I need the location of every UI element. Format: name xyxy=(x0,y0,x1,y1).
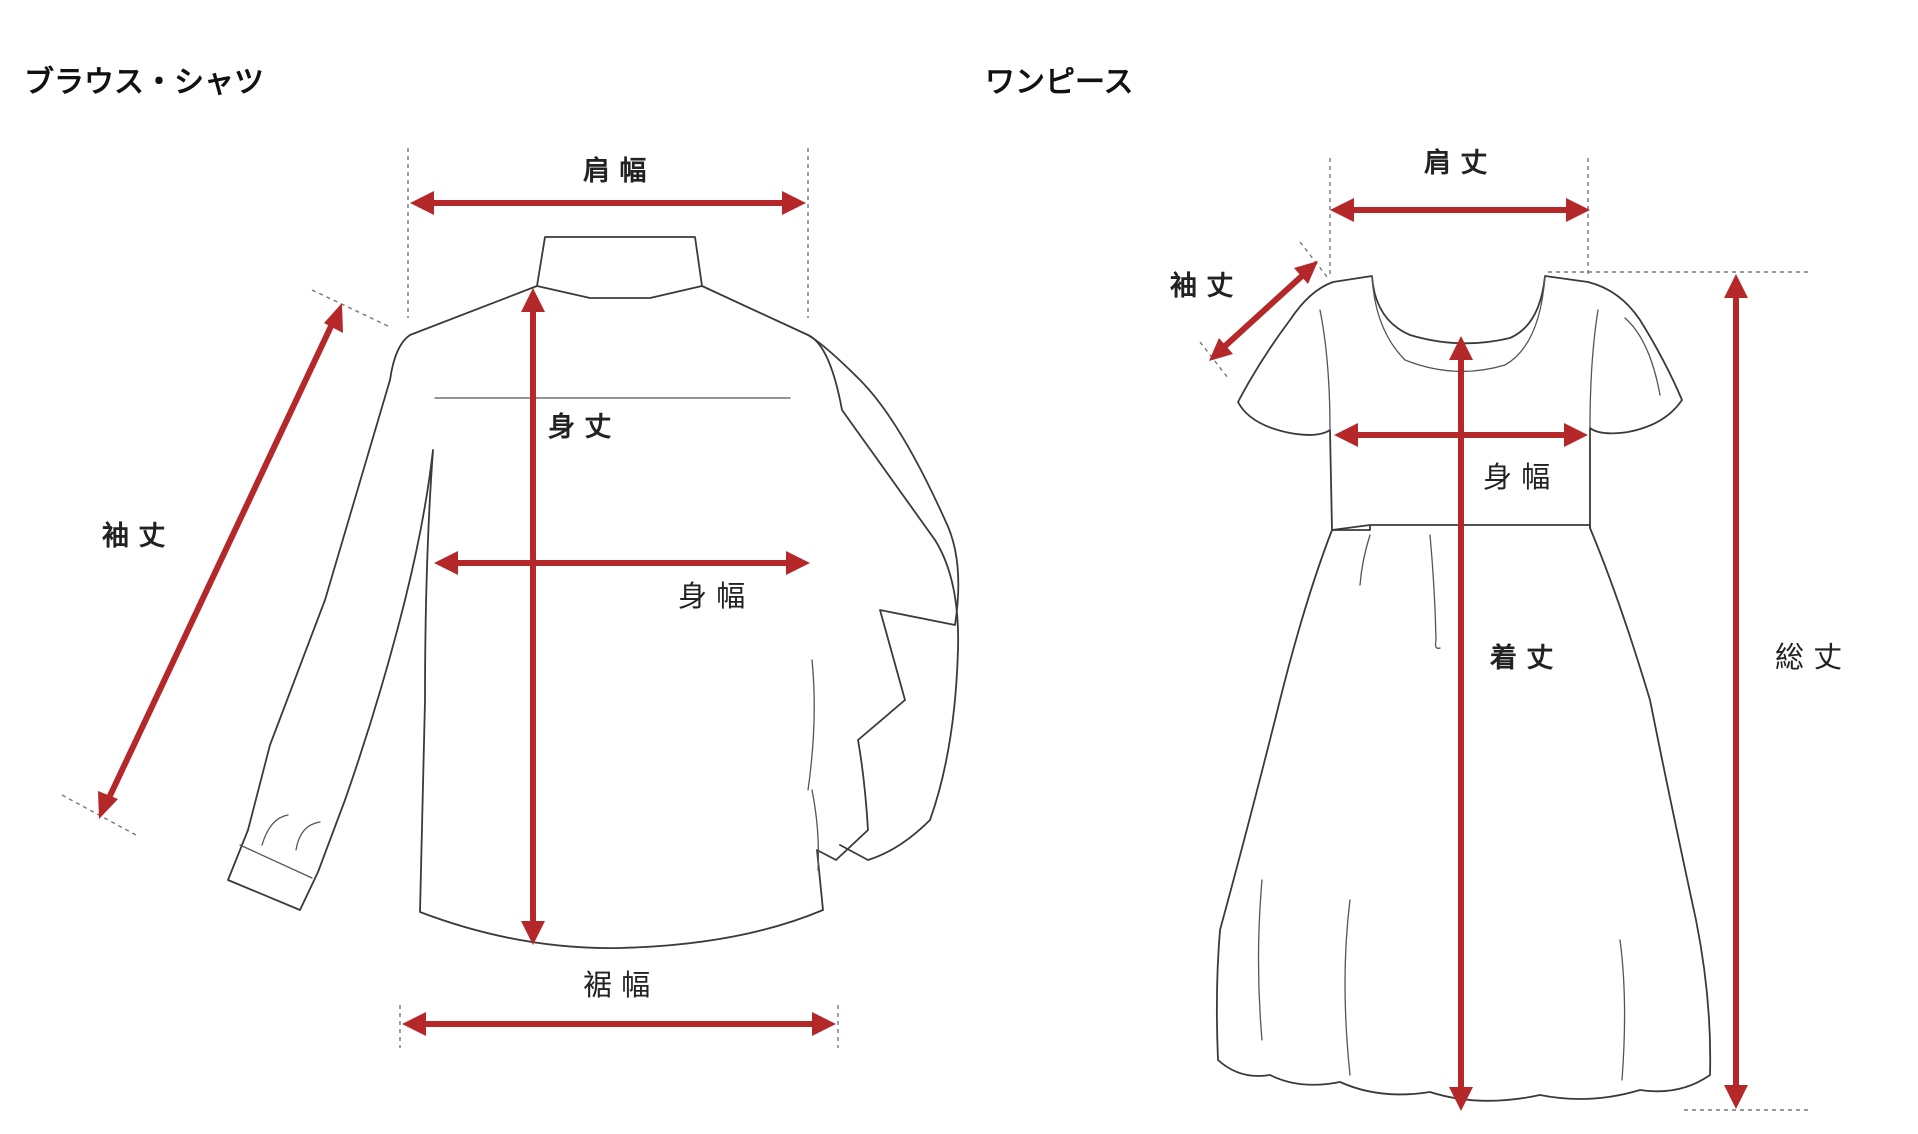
blouse-illustration xyxy=(227,236,960,949)
dress-label-shoulder-width: 肩 丈 xyxy=(1424,147,1487,179)
dress-title: ワンピース xyxy=(985,65,1134,100)
dress-sleeve-length-arrow xyxy=(1221,272,1306,350)
dress-section: ワンピース xyxy=(985,65,1842,1111)
dress-skirt-outline xyxy=(1215,527,1712,1102)
dress-label-garment-length: 着 丈 xyxy=(1489,642,1553,674)
shirt-body-outline xyxy=(227,285,960,949)
dress-label-body-width: 身 幅 xyxy=(1483,460,1550,494)
dress-guides xyxy=(1199,158,1808,1111)
dress-arrows xyxy=(1209,198,1748,1111)
blouse-arrows xyxy=(98,191,836,1036)
blouse-label-body-length: 身 丈 xyxy=(548,411,611,443)
blouse-label-hem-width: 裾 幅 xyxy=(583,968,650,1002)
shirt-right-sleeve xyxy=(807,334,960,861)
dress-label-sleeve-length: 袖 丈 xyxy=(1170,271,1233,302)
dress-label-total-length: 総 丈 xyxy=(1775,640,1842,674)
blouse-title: ブラウス・シャツ xyxy=(24,65,264,100)
blouse-sleeve-length-arrow xyxy=(105,319,336,803)
shirt-cuff-pleat xyxy=(261,814,289,846)
blouse-label-body-width: 身 幅 xyxy=(678,579,745,613)
shirt-collar xyxy=(536,236,703,299)
blouse-label-sleeve-length: 袖 丈 xyxy=(102,521,165,552)
dress-bodice-outline xyxy=(1237,275,1683,531)
blouse-label-shoulder-width: 肩 幅 xyxy=(583,155,646,187)
blouse-section: ブラウス・シャツ xyxy=(24,65,960,1048)
dress-illustration xyxy=(1215,275,1712,1102)
